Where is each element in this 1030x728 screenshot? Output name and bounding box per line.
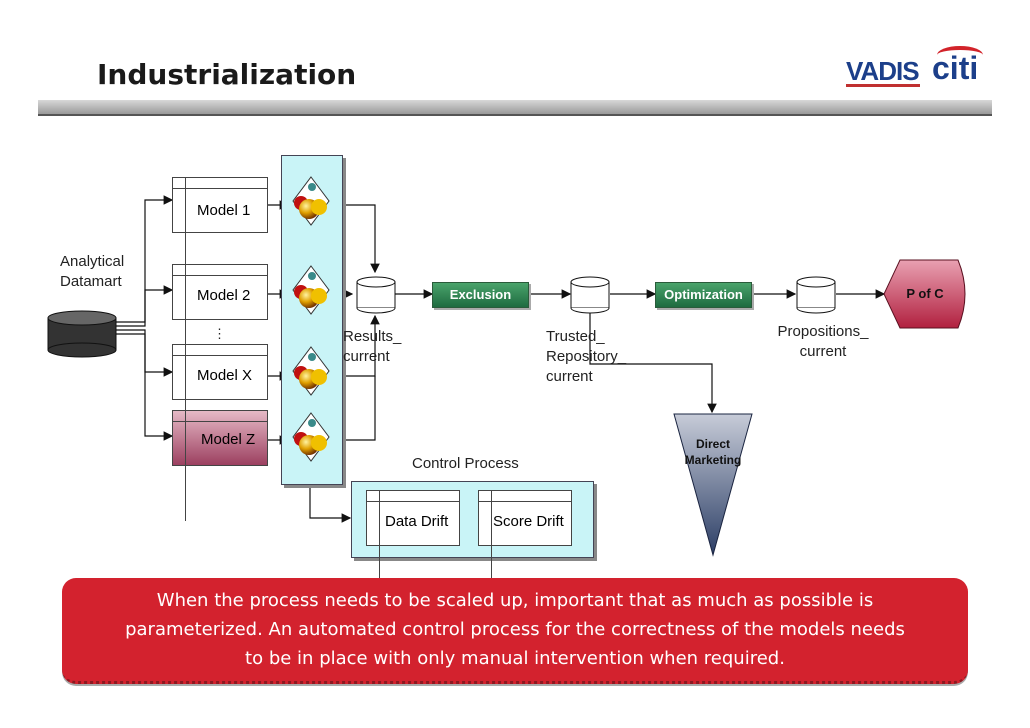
detector-icon-4: [292, 412, 330, 462]
citi-logo: citi: [932, 50, 979, 86]
direct-marketing-cone: [673, 413, 753, 557]
model-2-label: Model 2: [197, 287, 251, 304]
datamart-label: Analytical Datamart: [60, 253, 125, 290]
model-x-box: Model X: [172, 344, 268, 455]
results-cylinder: [356, 276, 396, 314]
model-1-box: Model 1: [172, 177, 268, 288]
control-process-title: Control Process: [412, 455, 519, 472]
footer-callout: [62, 578, 968, 684]
data-drift-label: Data Drift: [385, 513, 449, 530]
direct-marketing-label: Direct Marketing: [684, 437, 742, 467]
detector-results-connectors: [342, 204, 380, 441]
propositions-cylinder: [796, 276, 836, 314]
model-ellipsis: ⋮: [213, 326, 226, 341]
score-drift-box: Score Drift: [478, 490, 572, 601]
detector-icons: [292, 176, 330, 462]
footer-line-3: to be in place with only manual interven…: [245, 648, 785, 669]
results-label: Results_ current: [343, 328, 402, 365]
datamart-cylinder: [47, 310, 117, 358]
datamart-connectors: [116, 195, 174, 441]
page-title: Industrialization: [97, 58, 357, 91]
detector-icon-2: [292, 265, 330, 315]
trusted-repository-label: Trusted_ Repository_ current: [546, 328, 627, 385]
detector-icon-1: [292, 176, 330, 226]
pofc-shape: [883, 259, 966, 329]
model-x-label: Model X: [197, 367, 253, 384]
exclusion-step: Exclusion: [432, 282, 529, 308]
vadis-logo: VADIS: [846, 56, 920, 86]
model-z-label: Model Z: [201, 431, 256, 448]
footer-line-2: parameterized. An automated control proc…: [125, 619, 905, 640]
optimization-step: Optimization: [655, 282, 752, 308]
model-1-label: Model 1: [197, 202, 251, 219]
trusted-repository-cylinder: [570, 276, 610, 314]
model-z-box: Model Z: [172, 410, 268, 521]
process-flow-connectors: [309, 289, 886, 523]
propositions-label: Propositions_ current: [777, 323, 869, 360]
title-divider: [38, 100, 992, 116]
citi-logo-arc: [937, 46, 983, 64]
pofc-label: P of C: [906, 286, 944, 301]
vadis-logo-underline: [846, 84, 920, 87]
model-2-box: Model 2: [172, 264, 268, 375]
detector-icon-3: [292, 346, 330, 396]
data-drift-box: Data Drift: [366, 490, 460, 601]
footer-line-1: When the process needs to be scaled up, …: [156, 590, 874, 611]
footer-text: When the process needs to be scaled up, …: [62, 586, 968, 673]
score-drift-label: Score Drift: [493, 513, 564, 530]
